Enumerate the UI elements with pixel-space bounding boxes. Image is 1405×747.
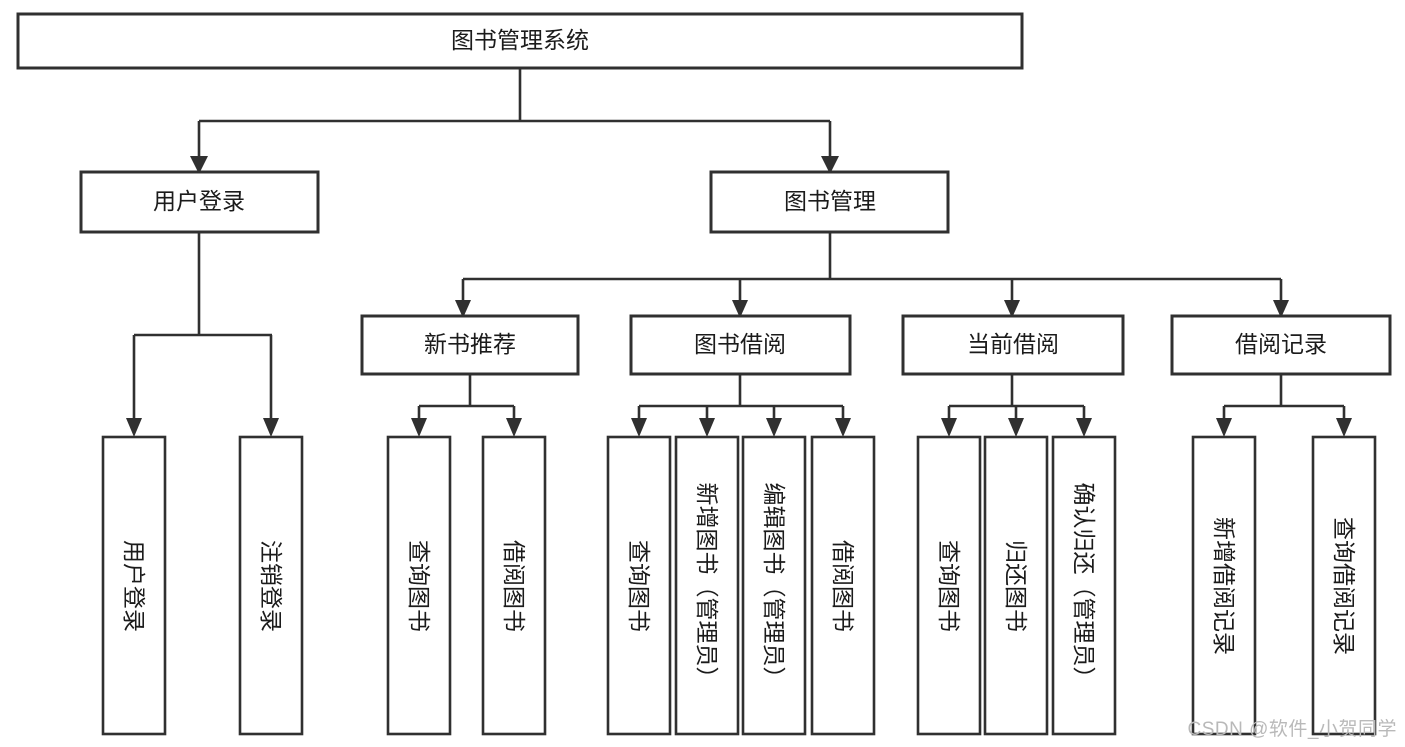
- node-leaf-edit-book[interactable]: 编辑图书（管理员）: [741, 435, 807, 736]
- node-root-label: 图书管理系统: [451, 27, 589, 53]
- arrowhead-leaf-confirm-return: [1076, 418, 1092, 437]
- node-leaf-confirm-return-box[interactable]: [1051, 435, 1117, 736]
- arrowhead-new-book-recommend: [455, 300, 471, 318]
- node-leaf-borrow-book-1[interactable]: 借阅图书: [481, 435, 547, 736]
- node-current-borrow-label: 当前借阅: [967, 331, 1059, 357]
- node-new-book-recommend[interactable]: 新书推荐: [360, 314, 580, 376]
- node-book-borrow[interactable]: 图书借阅: [629, 314, 852, 376]
- node-leaf-edit-book-label: 编辑图书（管理员）: [761, 483, 787, 690]
- node-borrow-record-label: 借阅记录: [1235, 331, 1327, 357]
- node-leaf-confirm-return-label: 确认归还（管理员）: [1071, 483, 1097, 690]
- connector-layer: [126, 68, 1352, 437]
- node-leaf-user-login[interactable]: 用户登录: [101, 435, 167, 736]
- node-leaf-query-book-1-box[interactable]: [386, 435, 452, 736]
- node-leaf-user-login-box[interactable]: [101, 435, 167, 736]
- node-leaf-return-book-box[interactable]: [983, 435, 1049, 736]
- node-leaf-borrow-book-1-box[interactable]: [481, 435, 547, 736]
- arrowhead-leaf-user-login: [126, 418, 142, 437]
- arrowhead-book-borrow: [732, 300, 748, 318]
- node-current-borrow-box[interactable]: [901, 314, 1125, 376]
- arrowhead-leaf-query-book-3: [941, 418, 957, 437]
- node-borrow-record-box[interactable]: [1170, 314, 1392, 376]
- csdn-watermark: CSDN @软件_小贺同学: [1187, 719, 1397, 740]
- node-leaf-borrow-book-2-box[interactable]: [810, 435, 876, 736]
- node-leaf-borrow-book-2[interactable]: 借阅图书: [810, 435, 876, 736]
- arrowhead-leaf-add-record: [1216, 418, 1232, 437]
- node-leaf-borrow-book-1-label: 借阅图书: [501, 540, 527, 632]
- node-leaf-query-book-3-box[interactable]: [916, 435, 982, 736]
- arrowhead-leaf-query-book-1: [411, 418, 427, 437]
- node-leaf-add-book[interactable]: 新增图书（管理员）: [674, 435, 740, 736]
- node-root-box[interactable]: [16, 12, 1024, 70]
- arrowhead-leaf-borrow-book-1: [506, 418, 522, 437]
- node-book-management-label: 图书管理: [784, 188, 876, 214]
- node-leaf-query-book-3-label: 查询图书: [936, 540, 962, 632]
- node-leaf-query-record-box[interactable]: [1311, 435, 1377, 736]
- node-book-borrow-label: 图书借阅: [694, 331, 786, 357]
- node-leaf-return-book[interactable]: 归还图书: [983, 435, 1049, 736]
- node-book-management-box[interactable]: [709, 170, 950, 234]
- arrowhead-leaf-logout: [263, 418, 279, 437]
- arrowhead-borrow-record: [1273, 300, 1289, 318]
- node-leaf-query-record[interactable]: 查询借阅记录: [1311, 435, 1377, 736]
- node-leaf-add-record-box[interactable]: [1191, 435, 1257, 736]
- node-leaf-logout-label: 注销登录: [258, 540, 284, 632]
- node-leaf-add-record-label: 新增借阅记录: [1211, 517, 1237, 655]
- node-user-login-label: 用户登录: [153, 188, 245, 214]
- node-leaf-confirm-return[interactable]: 确认归还（管理员）: [1051, 435, 1117, 736]
- arrowhead-leaf-return-book: [1008, 418, 1024, 437]
- node-leaf-query-book-1-label: 查询图书: [406, 540, 432, 632]
- node-user-login[interactable]: 用户登录: [79, 170, 320, 234]
- arrowhead-book-management: [821, 156, 839, 174]
- node-user-login-box[interactable]: [79, 170, 320, 234]
- arrowhead-leaf-query-record: [1336, 418, 1352, 437]
- node-leaf-logout[interactable]: 注销登录: [238, 435, 304, 736]
- arrowhead-leaf-query-book-2: [631, 418, 647, 437]
- arrowhead-leaf-borrow-book-2: [835, 418, 851, 437]
- node-leaf-query-book-3[interactable]: 查询图书: [916, 435, 982, 736]
- node-leaf-query-book-2[interactable]: 查询图书: [606, 435, 672, 736]
- node-leaf-add-book-label: 新增图书（管理员）: [694, 483, 720, 690]
- arrowhead-user-login: [190, 156, 208, 174]
- node-current-borrow[interactable]: 当前借阅: [901, 314, 1125, 376]
- node-leaf-add-book-box[interactable]: [674, 435, 740, 736]
- node-book-management[interactable]: 图书管理: [709, 170, 950, 234]
- node-leaf-edit-book-box[interactable]: [741, 435, 807, 736]
- node-leaf-borrow-book-2-label: 借阅图书: [830, 540, 856, 632]
- node-book-borrow-box[interactable]: [629, 314, 852, 376]
- arrowhead-leaf-add-book: [699, 418, 715, 437]
- node-leaf-logout-box[interactable]: [238, 435, 304, 736]
- node-leaf-add-record[interactable]: 新增借阅记录: [1191, 435, 1257, 736]
- node-new-book-recommend-label: 新书推荐: [424, 331, 516, 357]
- node-leaf-query-book-2-box[interactable]: [606, 435, 672, 736]
- node-borrow-record[interactable]: 借阅记录: [1170, 314, 1392, 376]
- node-leaf-user-login-label: 用户登录: [121, 540, 147, 632]
- node-leaf-return-book-label: 归还图书: [1003, 540, 1029, 632]
- arrowhead-current-borrow: [1004, 300, 1020, 318]
- node-leaf-query-book-2-label: 查询图书: [626, 540, 652, 632]
- node-leaf-query-record-label: 查询借阅记录: [1331, 517, 1357, 655]
- node-leaf-query-book-1[interactable]: 查询图书: [386, 435, 452, 736]
- node-new-book-recommend-box[interactable]: [360, 314, 580, 376]
- node-root[interactable]: 图书管理系统: [16, 12, 1024, 70]
- arrowhead-leaf-edit-book: [766, 418, 782, 437]
